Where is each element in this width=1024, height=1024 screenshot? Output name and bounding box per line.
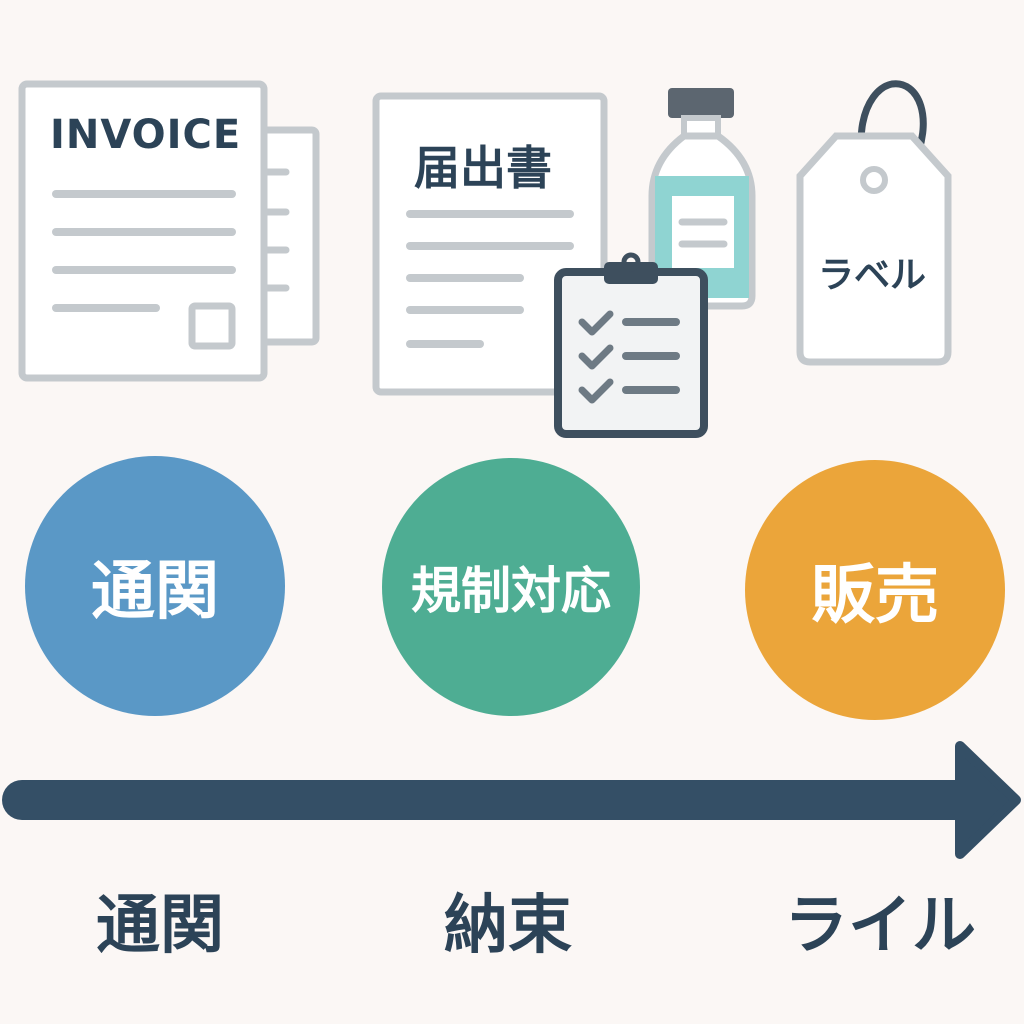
timeline-label-1: 通関 bbox=[96, 889, 224, 963]
timeline-label-3: ライル bbox=[784, 889, 976, 963]
stage-circle-sales: 販売 bbox=[745, 460, 1005, 720]
stage-circle-customs: 通関 bbox=[25, 456, 285, 716]
price-tag-icon bbox=[796, 80, 952, 366]
timeline-label-2: 納束 bbox=[444, 889, 572, 963]
clipboard-checklist-icon bbox=[554, 252, 708, 438]
stage-circle-regulatory: 規制対応 bbox=[382, 458, 640, 716]
notification-form-icon bbox=[372, 92, 608, 396]
invoice-title: INVOICE bbox=[50, 112, 242, 158]
notification-form-title: 届出書 bbox=[414, 141, 552, 195]
stage-label: 通関 bbox=[91, 555, 219, 629]
invoice-document-icon bbox=[18, 80, 320, 382]
timeline-arrow bbox=[2, 741, 1021, 859]
stage-label: 規制対応 bbox=[411, 562, 611, 620]
tag-label: ラベル bbox=[818, 255, 927, 296]
stage-label: 販売 bbox=[811, 559, 939, 633]
